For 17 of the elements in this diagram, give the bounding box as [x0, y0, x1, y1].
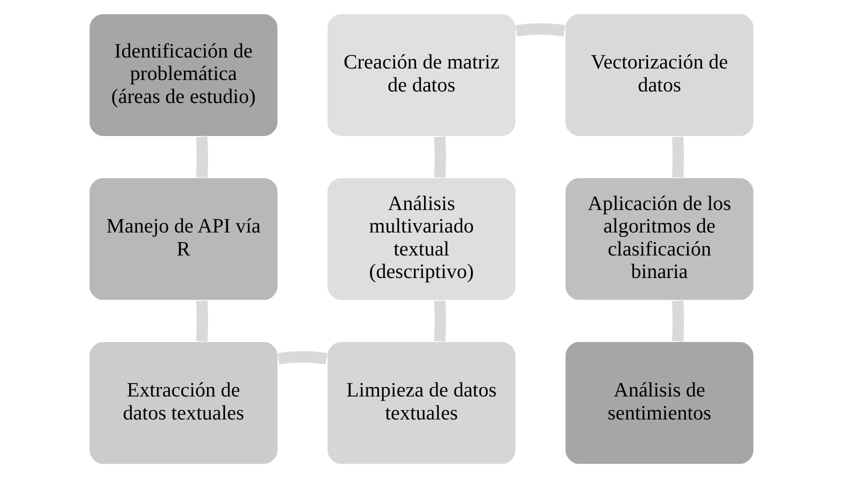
connector — [672, 300, 684, 342]
node-box: Análisis de sentimientos — [564, 340, 754, 465]
node-box: Vectorización de datos — [564, 12, 754, 137]
node-box: Identificación de problemática (áreas de estudio) — [88, 12, 278, 137]
node-box: Manejo de API vía R — [88, 176, 278, 301]
node-box: Aplicación de los algoritmos de clasificación binaria — [564, 176, 754, 301]
node-box: Creación de matriz de datos — [326, 12, 516, 137]
connector — [196, 300, 208, 342]
connector — [515, 22, 565, 36]
node-box: Limpieza de datos textuales — [326, 340, 516, 465]
node-box: Análisis multivariado textual (descriptivo) — [326, 176, 516, 301]
connector — [672, 136, 684, 178]
connector — [196, 136, 208, 178]
connector — [434, 136, 446, 178]
connector — [434, 300, 446, 342]
node-box: Extracción de datos textuales — [88, 340, 278, 465]
connector — [277, 350, 327, 364]
